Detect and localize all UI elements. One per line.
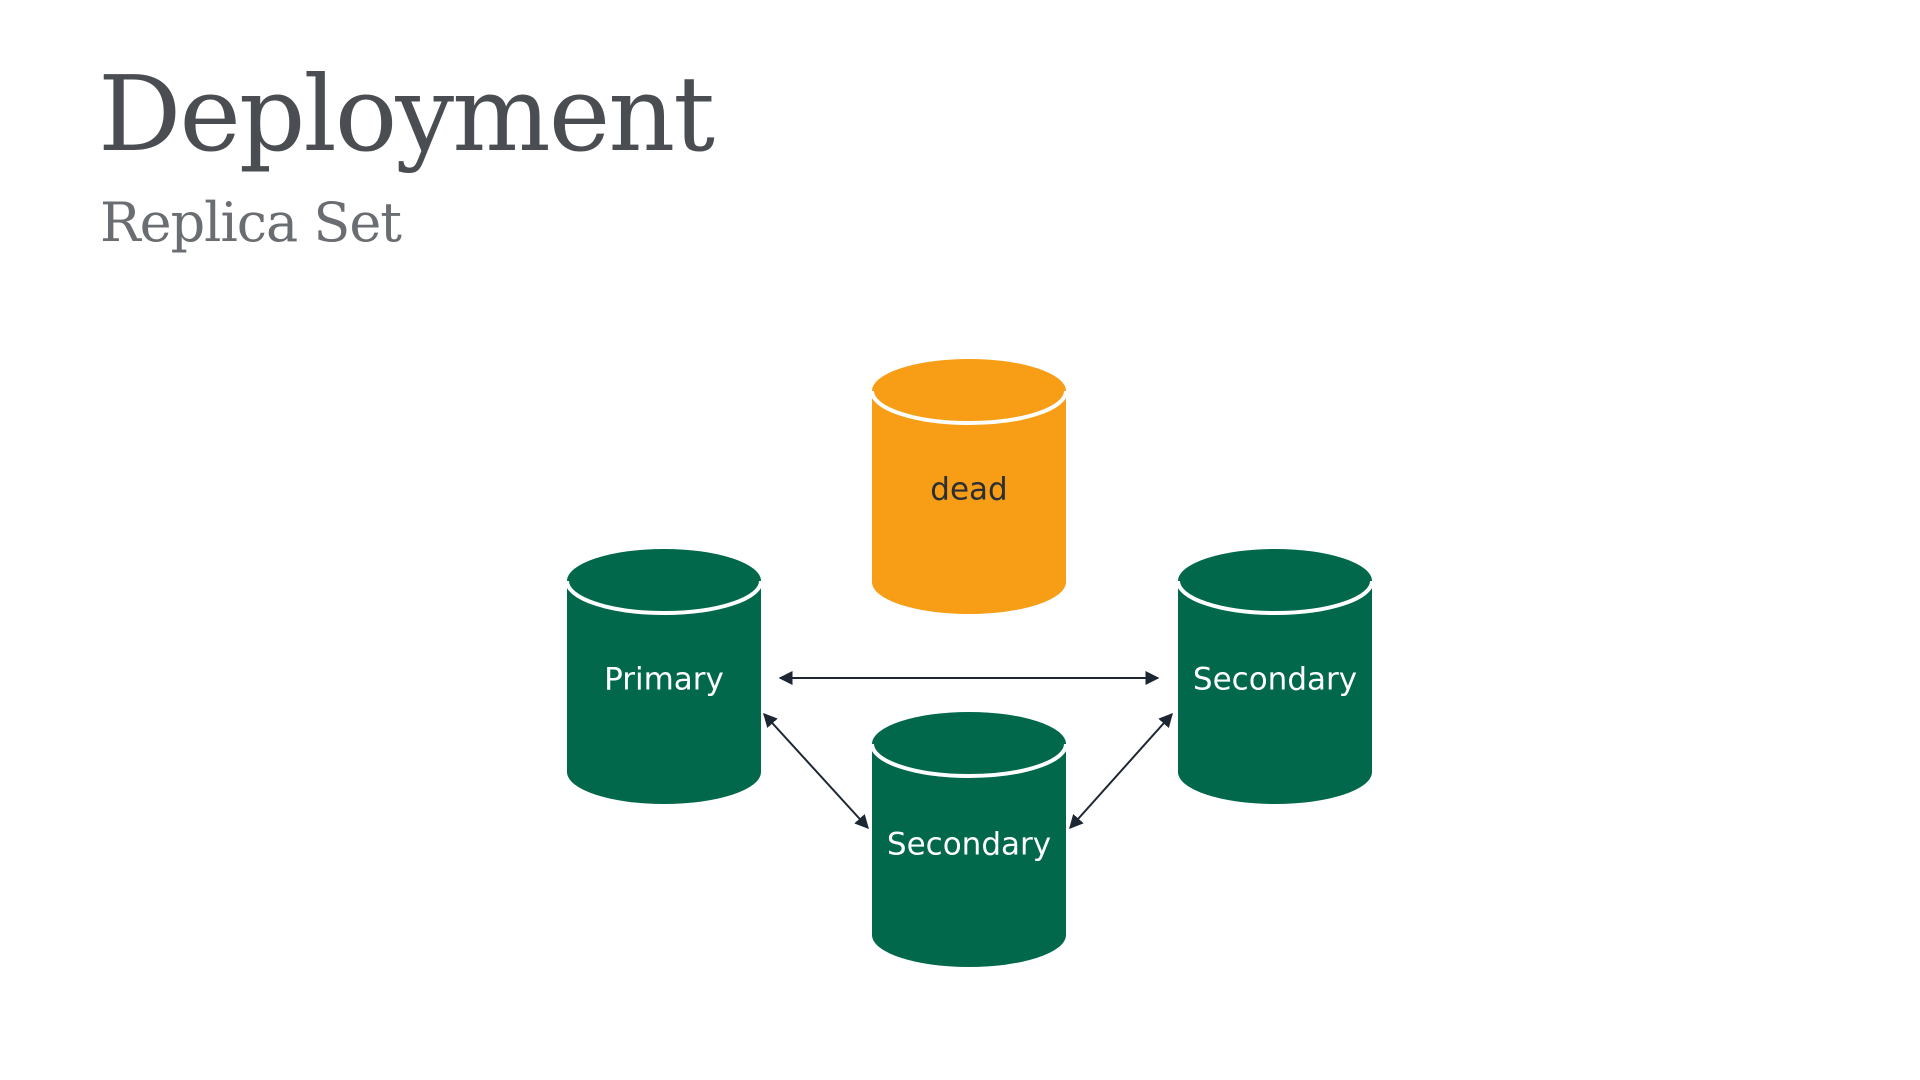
node-label-primary: Primary xyxy=(604,662,724,698)
slide-title: Deployment xyxy=(98,53,715,175)
connector-primary-secondary-bottom xyxy=(763,712,869,830)
cylinder-icon xyxy=(565,549,763,804)
cylinder-icon xyxy=(870,359,1068,614)
node-primary[interactable]: Primary xyxy=(565,549,763,804)
connectors xyxy=(763,671,1173,830)
cylinder-icon xyxy=(1176,549,1374,804)
connector-secondary-bottom-secondary-right xyxy=(1069,712,1173,830)
node-secondary-right[interactable]: Secondary xyxy=(1176,549,1374,804)
node-secondary-bottom[interactable]: Secondary xyxy=(870,712,1068,967)
node-dead[interactable]: dead xyxy=(870,359,1068,614)
node-label-secondary-right: Secondary xyxy=(1193,662,1357,698)
node-label-secondary-bottom: Secondary xyxy=(887,827,1051,863)
cylinder-icon xyxy=(870,712,1068,967)
node-label-dead: dead xyxy=(930,472,1007,508)
slide-subtitle: Replica Set xyxy=(100,191,402,254)
